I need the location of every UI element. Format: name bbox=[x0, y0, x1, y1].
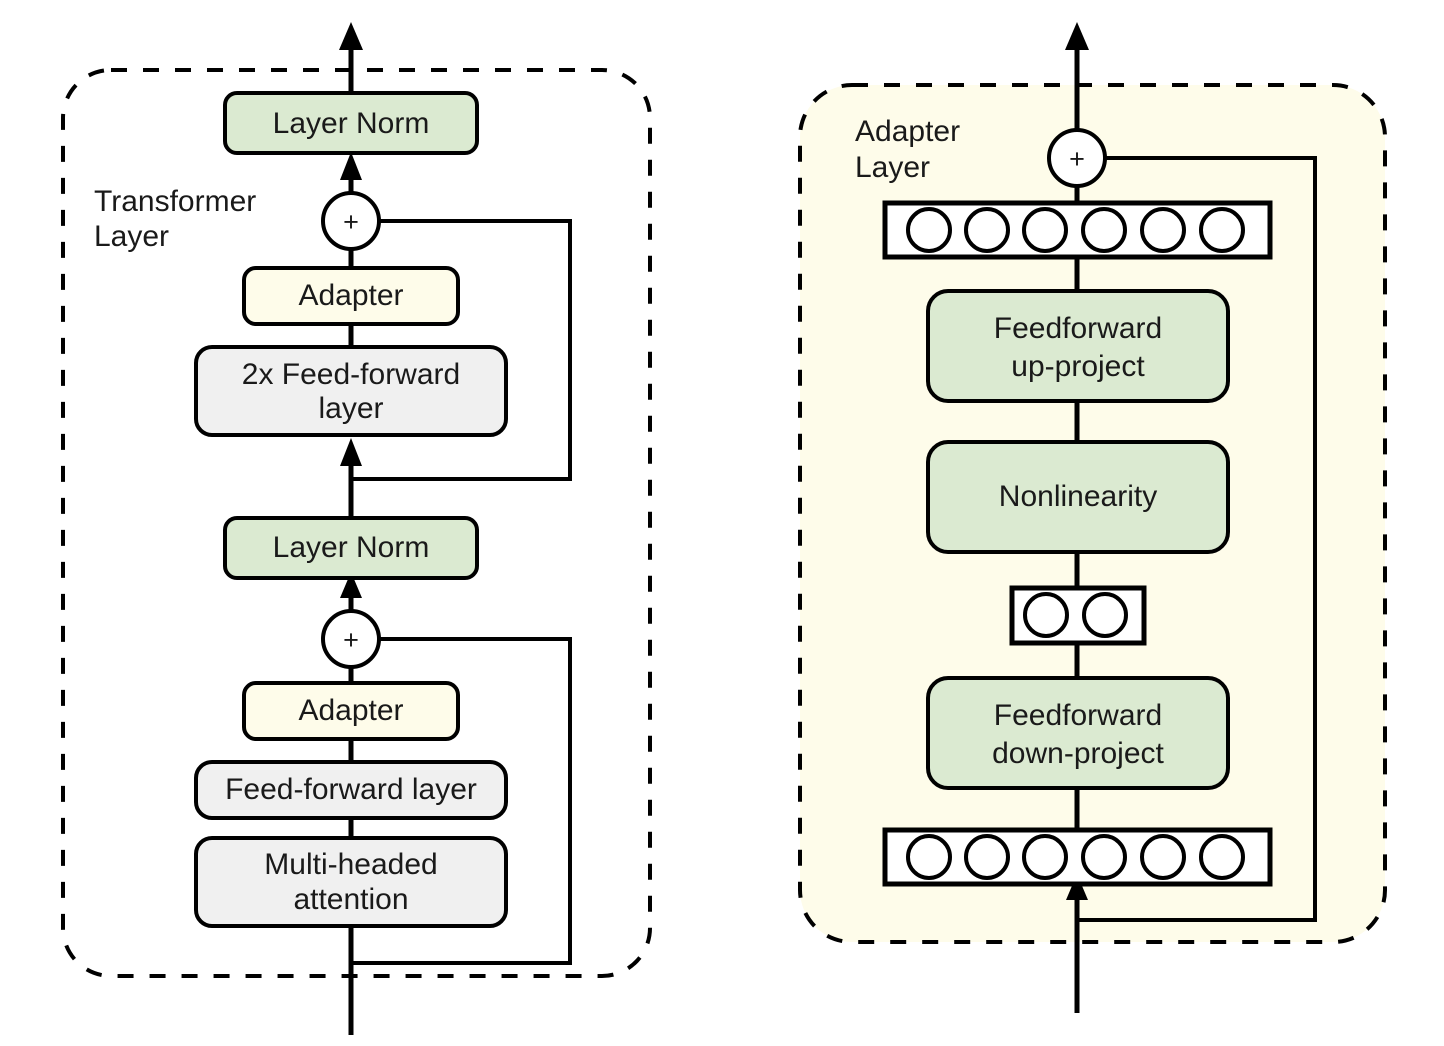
neuron-row-input bbox=[882, 827, 1273, 887]
right-input-arrowhead bbox=[1066, 874, 1088, 900]
adapter-layer-panel: Adapter Layer bbox=[798, 22, 1387, 1013]
box-nonlinearity[interactable]: Nonlinearity bbox=[926, 440, 1230, 554]
midnorm-arrowhead bbox=[340, 572, 362, 598]
transformer-layer-panel: Transformer Layer bbox=[61, 22, 652, 1035]
add-node-lower-label: + bbox=[343, 625, 359, 655]
box-top-layer-norm-label: Layer Norm bbox=[273, 107, 430, 140]
box-upper-adapter[interactable]: Adapter bbox=[242, 266, 460, 326]
adapter-layer-label-line2: Layer bbox=[855, 151, 930, 184]
box-multihead-attention[interactable]: Multi-headed attention bbox=[194, 836, 508, 928]
neuron-row-output bbox=[882, 200, 1273, 260]
left-output-arrowhead bbox=[339, 22, 363, 50]
adapter-residual-path bbox=[1077, 156, 1317, 922]
box-feedforward[interactable]: Feed-forward layer bbox=[194, 760, 508, 820]
box-feedforward-up-project-label-line2: up-project bbox=[1011, 350, 1145, 383]
box-feedforward-label: Feed-forward layer bbox=[225, 773, 477, 806]
add-node-adapter: + bbox=[1047, 128, 1107, 188]
box-lower-adapter-label: Adapter bbox=[298, 694, 403, 727]
box-feedforward-down-project[interactable]: Feedforward down-project bbox=[926, 676, 1230, 790]
add-node-adapter-label: + bbox=[1069, 144, 1085, 174]
add-node-upper: + bbox=[321, 191, 381, 251]
transformer-layer-label-line1: Transformer bbox=[94, 185, 256, 218]
box-multihead-attention-label-line2: attention bbox=[293, 883, 408, 916]
box-lower-adapter[interactable]: Adapter bbox=[242, 681, 460, 741]
topnorm-arrowhead bbox=[340, 152, 362, 180]
box-feedforward-2x[interactable]: 2x Feed-forward layer bbox=[194, 345, 508, 437]
adapter-layer-label-line1: Adapter bbox=[855, 115, 960, 148]
box-mid-layer-norm[interactable]: Layer Norm bbox=[223, 516, 479, 580]
neuron-row-bottleneck bbox=[1009, 585, 1147, 646]
box-nonlinearity-label: Nonlinearity bbox=[999, 480, 1157, 513]
box-feedforward-down-project-label-line1: Feedforward bbox=[994, 699, 1162, 732]
upper-residual-path bbox=[351, 219, 572, 481]
box-upper-adapter-label: Adapter bbox=[298, 279, 403, 312]
ff2x-arrowhead bbox=[340, 438, 362, 466]
right-output-arrowhead bbox=[1065, 22, 1089, 50]
lower-residual-path bbox=[351, 637, 572, 965]
add-node-upper-label: + bbox=[343, 207, 359, 237]
box-multihead-attention-label-line1: Multi-headed bbox=[264, 848, 437, 881]
box-feedforward-2x-label-line1: 2x Feed-forward bbox=[242, 358, 460, 391]
box-feedforward-up-project[interactable]: Feedforward up-project bbox=[926, 289, 1230, 403]
box-feedforward-up-project-label-line1: Feedforward bbox=[994, 312, 1162, 345]
add-node-lower: + bbox=[321, 609, 381, 669]
transformer-layer-label-line2: Layer bbox=[94, 220, 169, 253]
box-feedforward-2x-label-line2: layer bbox=[318, 392, 383, 425]
box-mid-layer-norm-label: Layer Norm bbox=[273, 531, 430, 564]
box-feedforward-down-project-label-line2: down-project bbox=[992, 737, 1164, 770]
box-top-layer-norm[interactable]: Layer Norm bbox=[223, 91, 479, 155]
